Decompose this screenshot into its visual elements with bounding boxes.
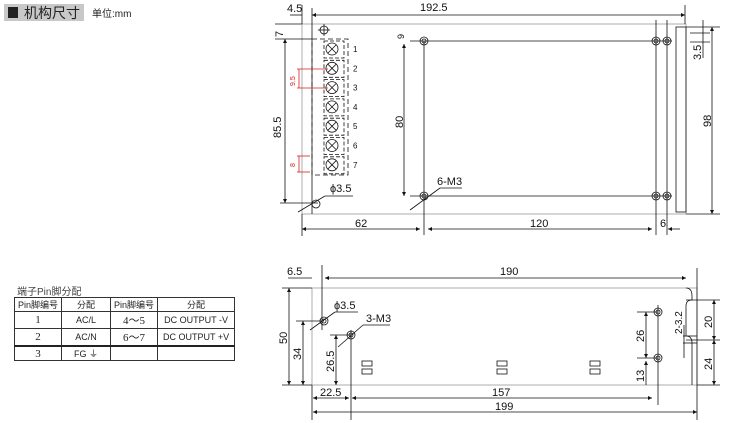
pin-number: 5	[353, 122, 358, 131]
cell: 3	[13, 345, 63, 361]
terminal-screw-icon	[325, 119, 339, 133]
cell: 6～7	[110, 328, 159, 347]
dim-side-left-offset: 6.5	[287, 266, 302, 278]
dim-side-hole-dia: ϕ3.5	[334, 300, 355, 312]
dim-terminal-height: 85.5	[272, 117, 284, 138]
top-view	[275, 5, 720, 236]
terminal-pitch-dims	[297, 68, 328, 173]
dim-h26-5: 26.5	[325, 351, 337, 372]
mounting-hole-icon	[653, 353, 663, 363]
cell: FG ⏚	[61, 345, 112, 361]
dim-flange: 3.5	[692, 45, 704, 60]
cell: DC OUTPUT +V	[157, 328, 236, 347]
terminal-screw-icon	[325, 158, 339, 172]
dim-side-width: 190	[500, 266, 518, 278]
terminal-screw-icon	[325, 100, 339, 114]
mounting-hole-icon	[662, 191, 672, 201]
mounting-hole-icon	[653, 307, 663, 317]
pin-number: 6	[353, 142, 358, 151]
dim-left: 62	[355, 218, 367, 230]
dim-height: 98	[702, 115, 714, 127]
side-view	[282, 265, 720, 420]
cell: 4～5	[110, 311, 159, 329]
terminal-block	[323, 40, 345, 59]
mounting-hole-icon	[651, 36, 661, 46]
terminal-screw-icon	[325, 42, 339, 56]
square-bullet-icon	[8, 7, 18, 18]
pin-number: 1	[353, 45, 358, 54]
cell	[110, 345, 159, 361]
terminal-block	[323, 137, 345, 155]
dim-side-mid: 157	[492, 387, 510, 399]
unit-label: 单位:mm	[92, 9, 132, 20]
pin-number: 7	[353, 161, 358, 170]
vent-slot-icon	[589, 360, 601, 375]
pin-table-title: 端子Pin脚分配	[17, 287, 82, 298]
dim-pin-width: 8	[290, 163, 297, 167]
dim-width: 192.5	[420, 2, 448, 14]
terminal-block	[323, 79, 345, 97]
dim-pitch: 9.5	[290, 76, 297, 86]
terminal-block	[323, 98, 345, 117]
dim-hole-vspace: 80	[394, 116, 406, 128]
dim-holes: 6-M3	[437, 176, 462, 188]
mounting-hole-icon	[662, 36, 672, 46]
dim-hole-dia: ϕ3.5	[330, 183, 351, 195]
mounting-hole-icon	[419, 36, 429, 46]
mounting-hole-icon	[346, 330, 356, 340]
pin-number: 2	[353, 64, 358, 73]
cell: 1	[13, 311, 63, 329]
cell: 2	[13, 328, 63, 347]
pin-number: 4	[353, 103, 358, 112]
dim-hole-top: 9	[396, 34, 406, 39]
terminal-block	[323, 59, 345, 78]
vent-slot-icon	[496, 360, 508, 375]
dim-right: 6	[660, 218, 666, 230]
terminal-screw-icon	[325, 139, 339, 152]
cell	[157, 345, 236, 361]
dim-side-holes: 3-M3	[366, 313, 391, 325]
dim-side-total: 199	[495, 401, 513, 413]
mounting-hole-icon	[319, 316, 329, 326]
terminal-block	[323, 117, 345, 136]
cell: DC OUTPUT -V	[157, 311, 236, 329]
section-title: 机构尺寸 单位:mm	[4, 4, 131, 21]
dim-side-left: 22.5	[320, 387, 341, 399]
dim-top-offset: 7	[274, 31, 286, 37]
dim-v24: 24	[703, 358, 715, 370]
dim-side-height: 50	[278, 332, 290, 344]
dim-mid: 120	[530, 218, 548, 230]
terminal-block	[323, 156, 345, 175]
dim-v26: 26	[635, 330, 647, 342]
mounting-hole-icon	[651, 191, 661, 201]
title-text: 机构尺寸	[24, 4, 80, 21]
dim-v13: 13	[635, 370, 647, 382]
dim-slot: 2-3.2	[674, 311, 685, 334]
terminal-screw-icon	[325, 61, 339, 75]
dim-v20: 20	[703, 316, 715, 328]
cell: AC/N	[61, 328, 112, 347]
pin-number: 3	[353, 84, 358, 93]
vent-slot-icon	[361, 360, 373, 375]
dim-left-offset: 4.5	[287, 3, 302, 15]
dim-h34: 34	[292, 348, 304, 360]
